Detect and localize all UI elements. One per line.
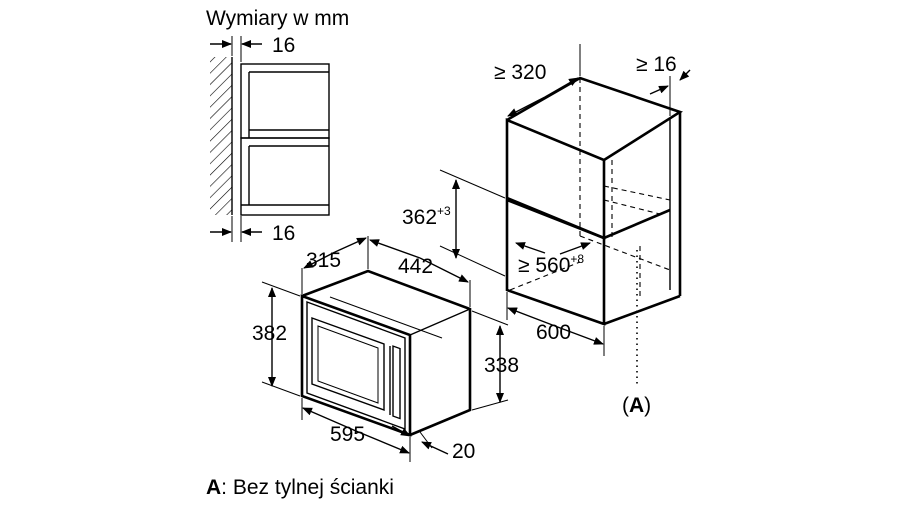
niche-min-width-label: ≥ 560+8 — [518, 252, 584, 277]
appliance-height-label: 382 — [252, 322, 287, 345]
appliance-body — [301, 269, 472, 437]
cabinet-width-label: 600 — [536, 321, 571, 344]
appliance-width-depth-label: 442 — [398, 255, 433, 278]
niche-height-label: 362+3 — [402, 204, 451, 229]
side-bottom-gap-label: 16 — [272, 222, 295, 245]
side-top-gap-label: 16 — [272, 34, 295, 57]
appliance-drawing: 315 442 382 338 595 20 — [252, 236, 519, 463]
appliance-door-window — [311, 317, 385, 411]
niche-min-gap-label: ≥ 16 — [636, 53, 677, 76]
open-back-marker: (A) — [622, 394, 651, 417]
legend-text: : Bez tylnej ścianki — [221, 476, 394, 499]
legend: A: Bez tylnej ścianki — [206, 476, 394, 499]
diagram-title: Wymiary w mm — [206, 7, 349, 30]
niche-height-value: 362 — [402, 206, 437, 229]
niche-min-width-value: ≥ 560 — [518, 254, 570, 277]
open-back-marker-letter: A — [629, 394, 644, 417]
niche-width-tolerance: +8 — [570, 252, 584, 266]
niche-height-tolerance: +3 — [437, 204, 451, 218]
lower-cabinet — [240, 137, 330, 216]
legend-marker: A — [206, 476, 221, 499]
appliance-front-thickness-label: 20 — [452, 440, 475, 463]
niche-min-depth-label: ≥ 320 — [494, 61, 546, 84]
side-view: 16 16 — [210, 34, 330, 245]
niche-drawing: ≥ 320 ≥ 16 362+3 ≥ 560+8 600 (A) — [402, 44, 691, 417]
appliance-body-height-label: 338 — [484, 354, 519, 377]
appliance-front-width-label: 595 — [330, 423, 365, 446]
appliance-depth-label: 315 — [306, 249, 341, 272]
wall-hatching — [210, 57, 232, 215]
control-panel — [392, 345, 401, 420]
upper-cabinet — [240, 63, 330, 139]
